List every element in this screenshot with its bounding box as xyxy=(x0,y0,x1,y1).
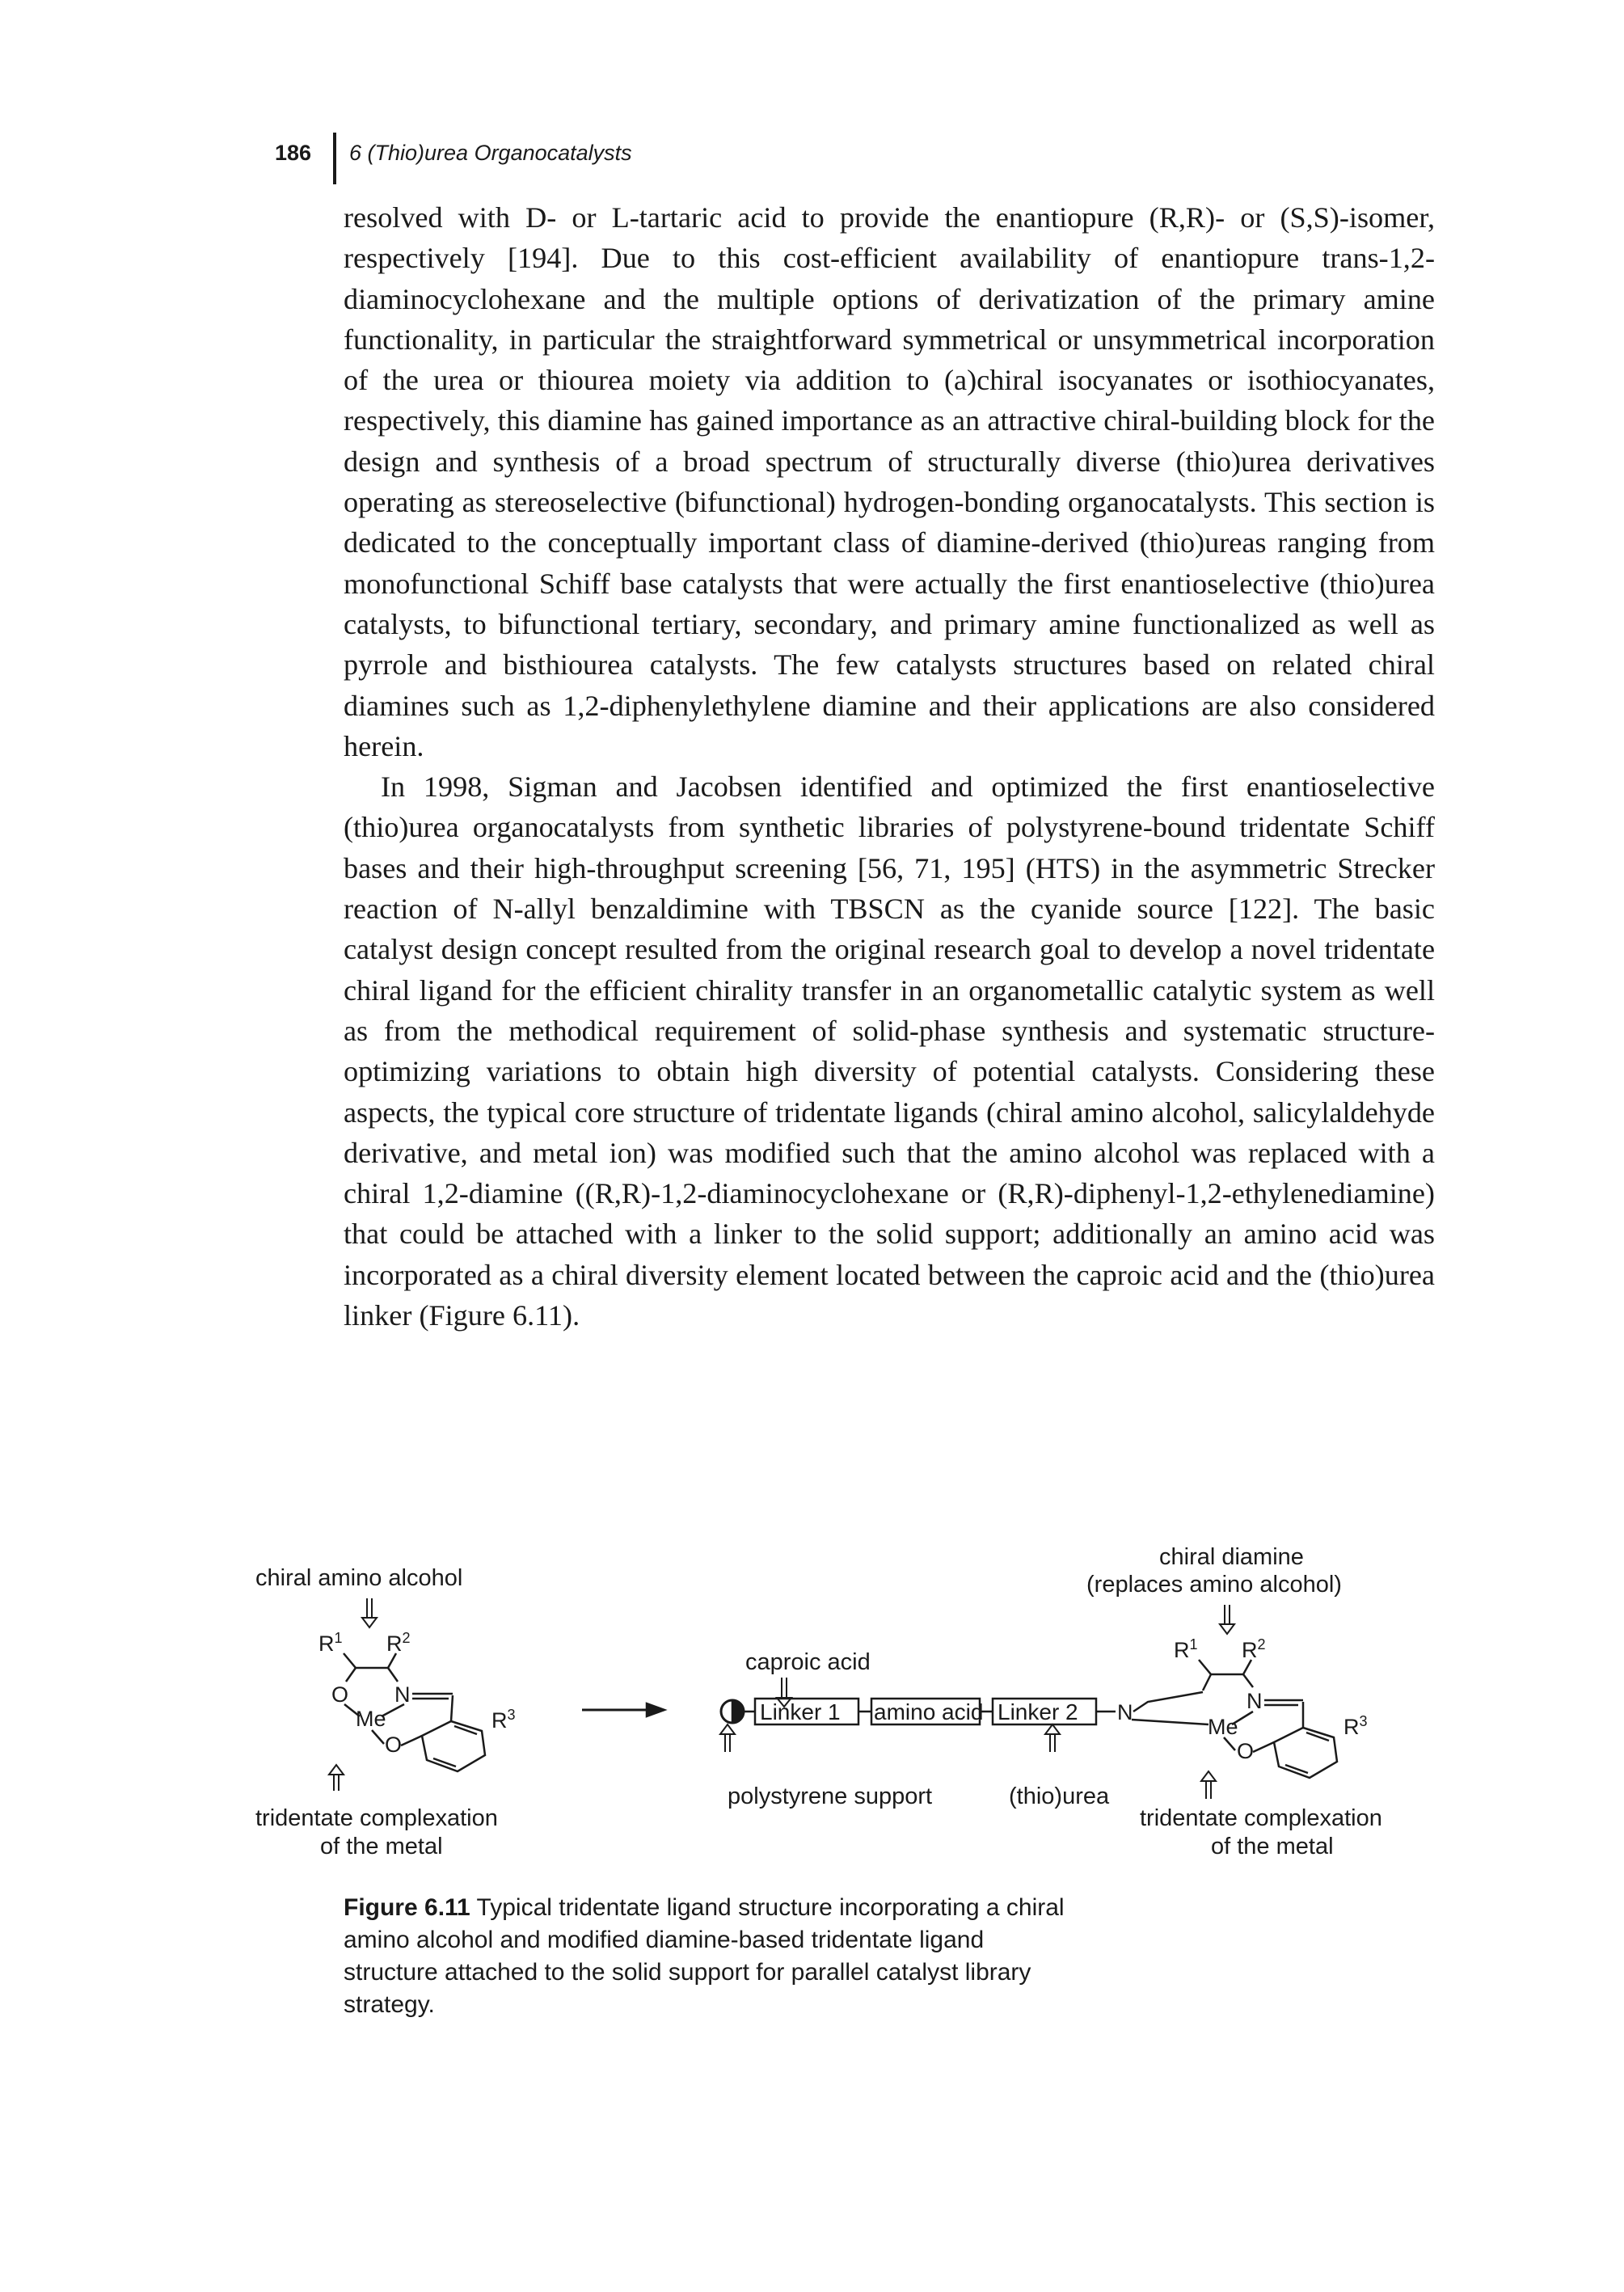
right-top-label-1: chiral diamine xyxy=(1159,1544,1304,1570)
right-coord-bonds xyxy=(1131,1710,1254,1726)
linker2-label: Linker 2 xyxy=(998,1699,1078,1724)
left-r1: R1 xyxy=(318,1630,343,1656)
paragraph-1: resolved with D- or L-tartaric acid to p… xyxy=(344,201,1435,762)
right-side-bonds xyxy=(1201,1674,1254,1691)
right-down-arrow-icon xyxy=(1218,1605,1236,1636)
reaction-arrow-icon xyxy=(582,1702,668,1718)
paragraph-2: In 1998, Sigman and Jacobsen identified … xyxy=(344,770,1435,1332)
right-up-arrow-icon xyxy=(1200,1770,1217,1799)
left-bottom-label-2: of the metal xyxy=(320,1834,443,1859)
left-r2: R2 xyxy=(386,1630,411,1656)
right-bottom-label-2: of the metal xyxy=(1211,1834,1334,1859)
polystyrene-support-label: polystyrene support xyxy=(728,1783,932,1809)
right-o-ring-bond xyxy=(1252,1741,1275,1754)
page-number: 186 xyxy=(275,141,312,165)
left-top-label: chiral amino alcohol xyxy=(255,1565,462,1591)
left-r3: R3 xyxy=(491,1707,516,1733)
left-atom-me: Me xyxy=(356,1707,386,1731)
left-me-o-bond xyxy=(371,1729,385,1745)
right-n-bond xyxy=(1133,1691,1204,1713)
right-r3: R3 xyxy=(1343,1713,1368,1739)
amino-acid-label: amino acid xyxy=(874,1699,983,1724)
header-rule xyxy=(333,133,336,184)
figure-diagram: chiral amino alcohol R1 R2 O N Me O R3 t… xyxy=(255,1544,1382,1859)
figure-6-11: chiral amino alcohol R1 R2 O N Me O R3 t… xyxy=(243,1540,1439,1896)
left-atom-n: N xyxy=(394,1682,411,1707)
up-arrow-icon xyxy=(327,1763,345,1791)
left-ring-double-bonds xyxy=(432,1724,478,1768)
left-atom-o2: O xyxy=(385,1733,402,1757)
right-imine-bond xyxy=(1264,1699,1303,1707)
thiourea-arrow-icon xyxy=(1044,1723,1061,1752)
right-atom-n1: N xyxy=(1117,1700,1133,1724)
left-coord-bonds xyxy=(344,1703,405,1718)
left-ring-imine-link xyxy=(449,1695,454,1722)
figure-caption: Figure 6.11 Typical tridentate ligand st… xyxy=(344,1892,1071,2021)
left-o-ring-bond xyxy=(400,1734,423,1747)
caption-text: Typical tridentate ligand structure inco… xyxy=(344,1894,1065,2018)
left-bottom-label-1: tridentate complexation xyxy=(255,1805,498,1831)
polystyrene-bead-icon xyxy=(719,1699,745,1724)
right-top-label-2: (replaces amino alcohol) xyxy=(1086,1572,1342,1598)
right-r2: R2 xyxy=(1242,1636,1266,1662)
body-text: resolved with D- or L-tartaric acid to p… xyxy=(344,197,1435,1336)
left-atom-o: O xyxy=(331,1682,348,1707)
caption-label: Figure 6.11 xyxy=(344,1894,470,1921)
left-backbone-bond xyxy=(343,1653,398,1669)
right-me-o-bond xyxy=(1223,1737,1236,1751)
left-benzene-ring xyxy=(420,1720,487,1773)
chapter-title: 6 (Thio)urea Organocatalysts xyxy=(349,141,632,165)
linker1-label: Linker 1 xyxy=(760,1699,841,1724)
right-r1: R1 xyxy=(1174,1636,1198,1662)
right-atom-o: O xyxy=(1237,1739,1254,1763)
right-benzene-ring xyxy=(1272,1726,1339,1779)
right-ring-double-bonds xyxy=(1284,1731,1330,1775)
support-arrow-icon xyxy=(719,1723,736,1752)
running-head: 186 6 (Thio)urea Organocatalysts xyxy=(275,133,1407,184)
right-atom-n2: N xyxy=(1246,1689,1263,1713)
right-atom-me: Me xyxy=(1208,1715,1238,1739)
right-backbone-bond xyxy=(1198,1659,1253,1676)
right-bottom-label-1: tridentate complexation xyxy=(1140,1805,1382,1831)
thiourea-label: (thio)urea xyxy=(1009,1783,1110,1809)
down-arrow-icon xyxy=(361,1598,378,1629)
left-imine-bond xyxy=(412,1692,453,1700)
left-side-bonds xyxy=(344,1667,399,1682)
caproic-acid-label: caproic acid xyxy=(745,1649,871,1675)
